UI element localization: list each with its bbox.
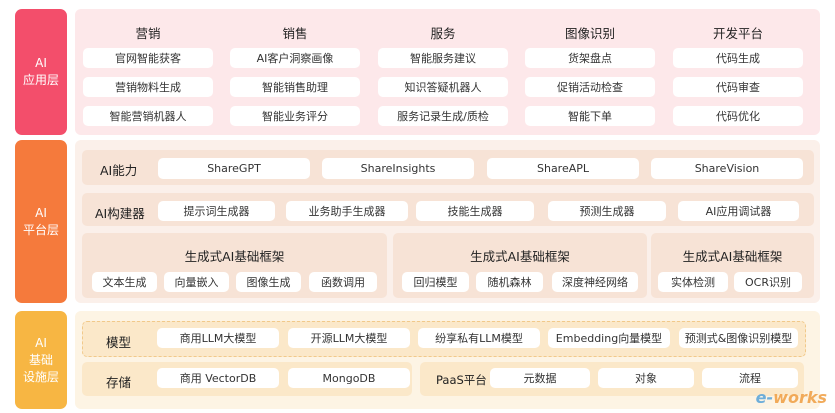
app-item: 服务记录生成/质检: [378, 106, 508, 126]
storage-item: 商用 VectorDB: [157, 368, 279, 388]
app-column-title: 开发平台: [712, 26, 763, 41]
model-item: 商用LLM大模型: [157, 328, 279, 348]
app-column-title: 服务: [430, 26, 456, 41]
app-item: 智能下单: [525, 106, 655, 126]
app-item: AI客户洞察画像: [230, 48, 360, 68]
framework-item: 文本生成: [92, 272, 157, 292]
paas-item: 流程: [702, 368, 798, 388]
layer-label-application: AI 应用层: [15, 9, 67, 135]
app-column-title: 销售: [282, 26, 308, 41]
app-item: 智能销售助理: [230, 77, 360, 97]
app-item: 代码优化: [673, 106, 803, 126]
ai-builder-item: 业务助手生成器: [286, 201, 408, 221]
app-column-title: 营销: [135, 26, 161, 41]
ai-capability-item: ShareVision: [651, 158, 803, 179]
app-item: 营销物料生成: [83, 77, 213, 97]
ai-capability-item: ShareInsights: [322, 158, 474, 179]
paas-item: 对象: [598, 368, 694, 388]
model-item: 预测式&图像识别模型: [679, 328, 798, 348]
storage-item: MongoDB: [288, 368, 410, 388]
app-column-title: 图像识别: [564, 26, 615, 41]
storage-label: 存储: [106, 375, 132, 390]
framework-item: 实体检测: [658, 272, 728, 292]
ai-capability-item: ShareAPL: [487, 158, 639, 179]
app-item: 代码生成: [673, 48, 803, 68]
framework-item: OCR识别: [734, 272, 802, 292]
ai-builder-item: 技能生成器: [416, 201, 534, 221]
app-item: 智能营销机器人: [83, 106, 213, 126]
app-item: 官网智能获客: [83, 48, 213, 68]
model-item: Embedding向量模型: [548, 328, 670, 348]
ai-builder-item: 预测生成器: [548, 201, 666, 221]
layer-label-platform: AI 平台层: [15, 140, 67, 303]
app-item: 代码审查: [673, 77, 803, 97]
app-item: 知识答疑机器人: [378, 77, 508, 97]
framework-item: 深度神经网络: [552, 272, 638, 292]
framework-item: 随机森林: [476, 272, 543, 292]
app-item: 促销活动检查: [525, 77, 655, 97]
framework-item: 回归模型: [402, 272, 469, 292]
watermark-logo: e-works: [755, 388, 827, 407]
framework-title: 生成式AI基础框架: [682, 249, 783, 264]
ai-builder-label: AI构建器: [95, 206, 145, 221]
models-label: 模型: [106, 335, 132, 350]
app-item: 货架盘点: [525, 48, 655, 68]
ai-capability-item: ShareGPT: [158, 158, 310, 179]
framework-item: 向量嵌入: [164, 272, 229, 292]
model-item: 纷享私有LLM模型: [418, 328, 540, 348]
ai-builder-item: 提示词生成器: [158, 201, 275, 221]
app-item: 智能服务建议: [378, 48, 508, 68]
layer-label-infrastructure: AI 基础 设施层: [15, 311, 67, 409]
model-item: 开源LLM大模型: [288, 328, 410, 348]
app-item: 智能业务评分: [230, 106, 360, 126]
paas-item: 元数据: [490, 368, 590, 388]
framework-title: 生成式AI基础框架: [184, 249, 285, 264]
ai-builder-item: AI应用调试器: [678, 201, 799, 221]
framework-item: 函数调用: [309, 272, 377, 292]
framework-title: 生成式AI基础框架: [470, 249, 570, 264]
framework-item: 图像生成: [236, 272, 301, 292]
paas-label: PaaS平台: [436, 373, 487, 387]
ai-capability-label: AI能力: [100, 163, 138, 178]
